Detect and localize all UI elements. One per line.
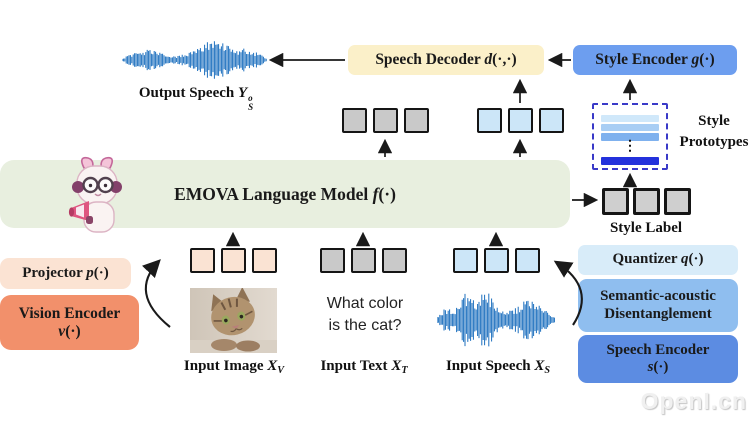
input-text-content: What color is the cat? [326, 295, 404, 335]
disentanglement-label: Semantic-acoustic Disentanglement [600, 288, 716, 322]
style-prototypes-box: ⋮ [592, 103, 668, 170]
token [664, 188, 691, 215]
prototype-bar [601, 133, 659, 141]
style-encoder-label: Style Encoder g(·) [595, 51, 715, 69]
output-text-tokens [342, 108, 429, 133]
input-text-label: Input Text XT [320, 358, 408, 376]
vision-encoder-label: Vision Encoder v(·) [18, 304, 121, 340]
token [484, 248, 509, 273]
style-encoder-box: Style Encoder g(·) [573, 45, 737, 75]
text-tokens [320, 248, 407, 273]
token [252, 248, 277, 273]
output-speech-waveform [122, 41, 267, 79]
token [382, 248, 407, 273]
vision-encoder-box: Vision Encoder v(·) [0, 295, 139, 350]
disentanglement-box: Semantic-acoustic Disentanglement [578, 279, 738, 332]
token [477, 108, 502, 133]
emova-mascot-icon [68, 156, 122, 233]
prototype-bar [601, 124, 659, 131]
speech-encoder-box: Speech Encoder s(·) [578, 335, 738, 383]
arrow-vision-to-image-tokens [142, 259, 171, 328]
image-tokens [190, 248, 277, 273]
speech-tokens [453, 248, 540, 273]
token [453, 248, 478, 273]
token [508, 108, 533, 133]
openi-watermark: OpenI.cn [640, 388, 747, 414]
token [320, 248, 345, 273]
token [342, 108, 367, 133]
token [190, 248, 215, 273]
token [602, 188, 629, 215]
token [633, 188, 660, 215]
style-label-label: Style Label [609, 220, 683, 236]
token [221, 248, 246, 273]
token [539, 108, 564, 133]
input-speech-waveform [437, 293, 555, 347]
prototype-bar [601, 115, 659, 122]
input-cat-image [190, 288, 277, 353]
projector-label: Projector p(·) [22, 264, 109, 281]
language-model-label: EMOVA Language Model f(·) [174, 183, 396, 204]
token [373, 108, 398, 133]
speech-decoder-box: Speech Decoder d(·,·) [348, 45, 544, 75]
prototype-bar [601, 157, 659, 165]
style-label-tokens [602, 188, 691, 215]
output-speech-tokens [477, 108, 564, 133]
input-image-label: Input Image XV [183, 358, 285, 376]
projector-box: Projector p(·) [0, 258, 131, 289]
input-speech-label: Input Speech XS [445, 358, 551, 376]
speech-decoder-label: Speech Decoder d(·,·) [375, 51, 517, 69]
quantizer-box: Quantizer q(·) [578, 245, 738, 275]
quantizer-label: Quantizer q(·) [612, 251, 704, 268]
token [515, 248, 540, 273]
speech-encoder-label: Speech Encoder s(·) [606, 341, 710, 375]
token [351, 248, 376, 273]
ellipsis-dots: ⋮ [623, 139, 637, 154]
token [404, 108, 429, 133]
style-prototypes-label: Style Prototypes [679, 113, 749, 150]
